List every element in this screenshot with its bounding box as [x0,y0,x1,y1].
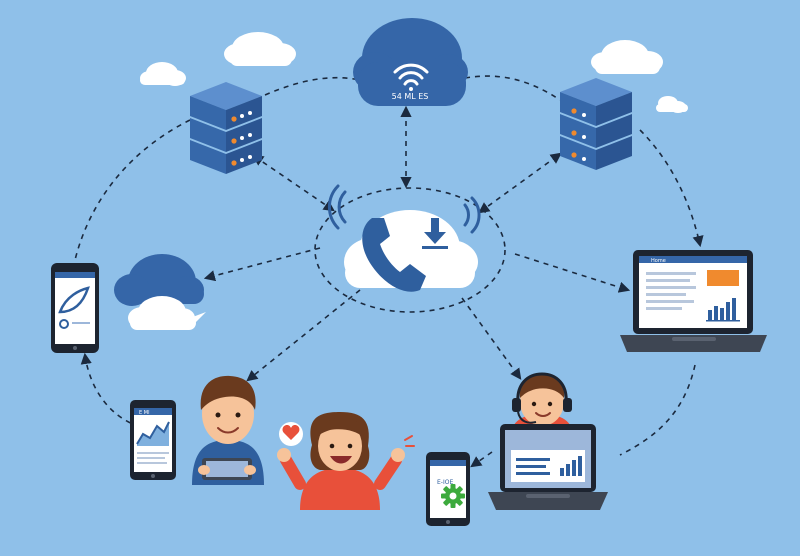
laptop-right: Home [620,250,767,352]
cloud-small-4 [656,96,688,113]
line-chart-icon [136,421,170,446]
server-unit [190,82,262,130]
phone-gear: E-IOE [426,452,470,526]
top-cloud-caption: 54 ML ES [392,92,429,101]
laptop-header-text: Home [651,258,666,264]
hub-connections [203,105,631,468]
signal-waves-icon [327,184,481,234]
cloud-small-1 [224,32,296,66]
boy-with-tablet [192,375,264,485]
server-top-left [190,82,262,174]
central-hub [314,184,506,313]
bar-chart-icon [708,298,736,320]
wifi-icon [393,63,429,91]
outer-ring [74,75,704,456]
cloud-left [114,254,206,330]
download-arrow-icon [422,218,448,249]
cloud-small-3 [591,40,663,74]
headset-icon [512,372,572,424]
phone-chart: E Ml [130,400,176,480]
phone-handset-icon [362,218,426,292]
girl-cheering [277,412,415,510]
gear-icon [441,484,465,508]
heart-icon [279,422,303,446]
server-top-right [560,78,632,170]
cloud-top: 54 ML ES [353,18,468,106]
phone-left [51,263,99,353]
phone-gear-text: E-IOE [437,479,453,486]
support-agent-laptop [488,372,608,510]
decor-clouds [140,32,688,113]
phone-chart-header: E Ml [139,410,149,416]
cloud-small-2 [140,62,186,86]
